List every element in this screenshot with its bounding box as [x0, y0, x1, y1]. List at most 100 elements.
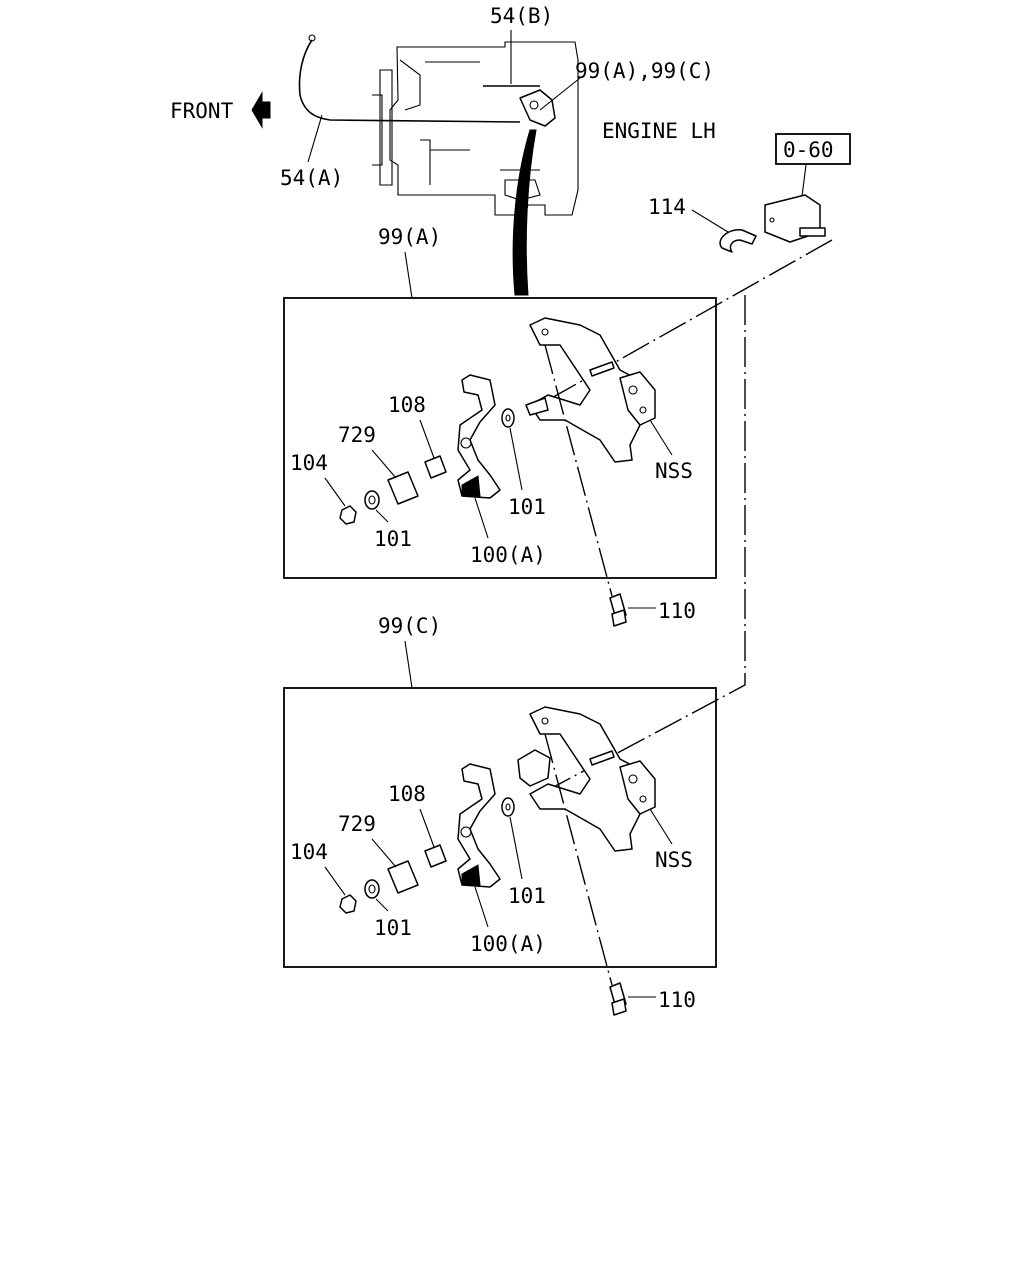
lever-a-label: 100(A) — [470, 543, 546, 567]
bracket-ear-a — [619, 371, 656, 426]
clip-label: 114 — [648, 195, 686, 219]
lever-100a — [457, 374, 501, 499]
bracket-hole-c1 — [628, 774, 638, 784]
bracket-hole-c3 — [541, 717, 549, 725]
leader-108c — [419, 808, 435, 848]
ref-box — [775, 133, 851, 165]
washer-right-c — [501, 797, 515, 817]
engine-overview: FRONT 54(A) 54(B) 99(A),99(C) ENGINE LH — [170, 4, 716, 296]
cable-54a — [298, 39, 521, 123]
leader-54a — [307, 114, 323, 163]
leader-114 — [691, 209, 729, 233]
bracket-ear-c — [619, 760, 656, 815]
front-arrow-icon — [251, 91, 271, 129]
leader-101r-a — [509, 427, 523, 491]
bolt-c-label: 110 — [658, 988, 696, 1012]
cable-b-label: 54(B) — [490, 4, 553, 28]
leader-lever-ref — [539, 77, 581, 111]
sleeve-a-label: 729 — [338, 423, 376, 447]
lever-small — [519, 89, 556, 127]
bolt-head-c — [611, 998, 627, 1016]
washer-right-c-hole — [505, 803, 511, 811]
washer-right-a-hole — [505, 414, 511, 422]
panel-a-title-leader — [404, 251, 413, 299]
nut-104c — [339, 894, 357, 914]
bolt-a-label: 110 — [658, 599, 696, 623]
panel-c-title: 99(C) — [378, 614, 441, 638]
spring-c-label: 108 — [388, 782, 426, 806]
engine-fan — [379, 69, 393, 186]
nut-a-label: 104 — [290, 451, 328, 475]
lever-ref-label: 99(A),99(C) — [575, 59, 714, 83]
bracket-hole-a3 — [541, 328, 549, 336]
washer-left-c-label: 101 — [374, 916, 412, 940]
leader-100c — [474, 886, 489, 928]
lever-pivot — [529, 100, 539, 110]
washer-left-a — [364, 490, 380, 510]
washer-left-c — [364, 879, 380, 899]
lever-c-label: 100(A) — [470, 932, 546, 956]
leader-108a — [419, 419, 435, 459]
leader-100a — [474, 497, 489, 539]
sleeve-729a — [387, 471, 419, 505]
leader-729c — [371, 838, 397, 868]
sleeve-729c — [387, 860, 419, 894]
bracket-nss-a — [529, 317, 656, 463]
panel-c-title-leader — [404, 640, 413, 689]
cam-c — [517, 749, 551, 787]
stud-tip-a — [525, 397, 549, 416]
nss-c: NSS — [655, 848, 693, 872]
lever-100c — [457, 763, 501, 888]
panel-99a: 99(A) NSS 100(A) 101 108 729 — [283, 225, 717, 627]
spring-108a — [424, 455, 447, 479]
washer-right-c-label: 101 — [508, 884, 546, 908]
washer-right-a — [501, 408, 515, 428]
sleeve-c-label: 729 — [338, 812, 376, 836]
leader-101l-c — [375, 898, 389, 912]
leader-104a — [324, 477, 346, 507]
nut-c-label: 104 — [290, 840, 328, 864]
washer-left-a-hole — [368, 495, 376, 505]
leader-101l-a — [375, 509, 389, 523]
leader-104c — [324, 866, 346, 896]
engine-outline — [389, 41, 579, 216]
bracket-hole — [769, 217, 775, 223]
washer-right-a-label: 101 — [508, 495, 546, 519]
nut-104a — [339, 505, 357, 525]
panel-c-frame — [283, 687, 717, 968]
lever-shadow-a — [461, 475, 481, 497]
engine-label: ENGINE LH — [602, 119, 716, 143]
bracket-hole-c2 — [639, 795, 647, 803]
panel-99c: 99(C) NSS 100(A) 101 108 729 — [283, 614, 717, 1016]
cable-a-label: 54(A) — [280, 166, 343, 190]
leader-101r-c — [509, 816, 523, 880]
panel-a-frame — [283, 297, 717, 579]
bracket-hole-a1 — [628, 385, 638, 395]
washer-left-c-hole — [368, 884, 376, 894]
threaded-stud-a — [589, 361, 615, 377]
lever-pivot-c — [460, 826, 472, 838]
callout-wedge — [512, 129, 537, 296]
lever-pivot-a — [460, 437, 472, 449]
leader-729a — [371, 449, 397, 479]
threaded-stud-c — [589, 750, 615, 766]
washer-left-a-label: 101 — [374, 527, 412, 551]
ref-box-label: 0-60 — [783, 138, 834, 162]
nss-a: NSS — [655, 459, 693, 483]
bracket-stud — [799, 227, 826, 237]
leader-nss-c — [649, 808, 673, 845]
front-label: FRONT — [170, 99, 234, 123]
bolt-head-a — [611, 609, 627, 627]
engine-detail — [399, 59, 421, 111]
engine-pulley — [372, 94, 383, 166]
bracket-nss-c — [529, 706, 656, 852]
clip-114 — [719, 229, 757, 253]
spring-a-label: 108 — [388, 393, 426, 417]
lever-shadow-c — [461, 864, 481, 886]
leader-nss-a — [649, 419, 673, 456]
bolt-line-c — [544, 733, 613, 986]
clip-assembly: 0-60 114 — [547, 133, 851, 791]
spring-108c — [424, 844, 447, 868]
bracket-hole-a2 — [639, 406, 647, 414]
